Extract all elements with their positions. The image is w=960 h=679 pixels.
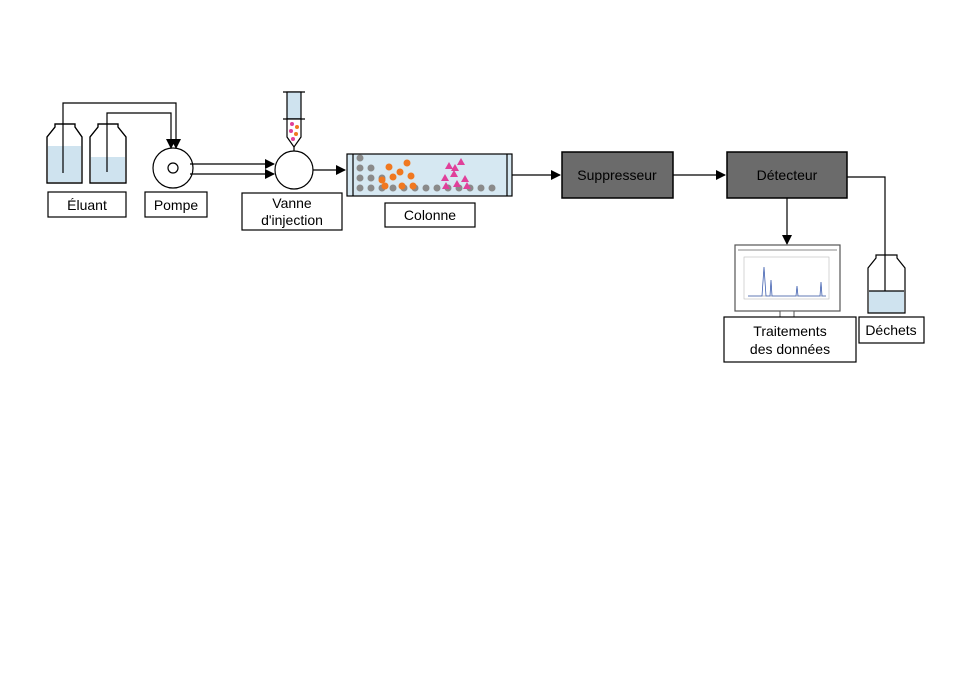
column-label-box xyxy=(384,202,476,228)
analyte-pink xyxy=(441,174,449,181)
eluent-tube-1 xyxy=(62,102,181,173)
data-processing-label-box xyxy=(723,316,857,363)
analyte-orange xyxy=(389,173,397,181)
analyte-orange xyxy=(378,176,386,184)
column-icon xyxy=(346,153,513,197)
analyte-orange xyxy=(396,168,404,176)
analyte-pink xyxy=(463,182,471,189)
valve-label-box xyxy=(241,192,343,231)
analyte-orange xyxy=(381,182,389,190)
eluent-tube-2 xyxy=(106,112,176,172)
pump-icon xyxy=(152,147,194,189)
stationary-particle xyxy=(356,164,364,172)
eluant-label: Éluant xyxy=(67,197,107,213)
analyte-orange xyxy=(409,182,417,190)
detector-to-waste-line xyxy=(847,176,886,298)
analyte-pink xyxy=(445,162,453,169)
column-label: Colonne xyxy=(404,207,456,223)
stationary-particle xyxy=(367,184,375,192)
valve-label-line2: d'injection xyxy=(261,212,323,228)
suppressor-label: Suppresseur xyxy=(577,167,657,183)
waste-label-box xyxy=(858,316,925,344)
stationary-particle xyxy=(367,164,375,172)
stationary-particle xyxy=(356,174,364,182)
analyte-orange xyxy=(385,163,393,171)
analyte-pink xyxy=(450,170,458,177)
analyte-pink xyxy=(451,164,459,171)
pump-label-box xyxy=(144,191,208,218)
stationary-particle xyxy=(356,184,364,192)
detector-label: Détecteur xyxy=(757,167,818,183)
analyte-pink xyxy=(442,182,450,189)
data-processing-label-line1: Traitements xyxy=(753,323,826,339)
injection-valve-icon xyxy=(274,150,314,190)
analyte-orange xyxy=(407,172,415,180)
syringe-icon xyxy=(283,91,305,151)
analyte-pink xyxy=(457,158,465,165)
data-processing-label-line2: des données xyxy=(750,341,830,357)
analyte-pink xyxy=(461,175,469,182)
waste-bottle xyxy=(867,254,906,314)
monitor-chromatogram-icon xyxy=(734,244,841,318)
eluent-bottle-1 xyxy=(46,123,83,184)
suppressor-box xyxy=(561,151,674,199)
stationary-particle xyxy=(389,184,397,192)
eluant-label-box xyxy=(47,191,127,218)
eluent-bottle-2 xyxy=(89,123,127,184)
waste-label: Déchets xyxy=(865,322,916,338)
valve-label-line1: Vanne xyxy=(272,195,312,211)
stationary-particle xyxy=(488,184,496,192)
analyte-pink xyxy=(453,180,461,187)
analyte-orange xyxy=(403,159,411,167)
stationary-particle xyxy=(433,184,441,192)
detector-box xyxy=(726,151,848,199)
analyte-orange xyxy=(398,182,406,190)
stationary-particle xyxy=(367,174,375,182)
stationary-particle xyxy=(422,184,430,192)
stationary-particle xyxy=(477,184,485,192)
stationary-particle xyxy=(356,154,364,162)
pump-label: Pompe xyxy=(154,197,199,213)
